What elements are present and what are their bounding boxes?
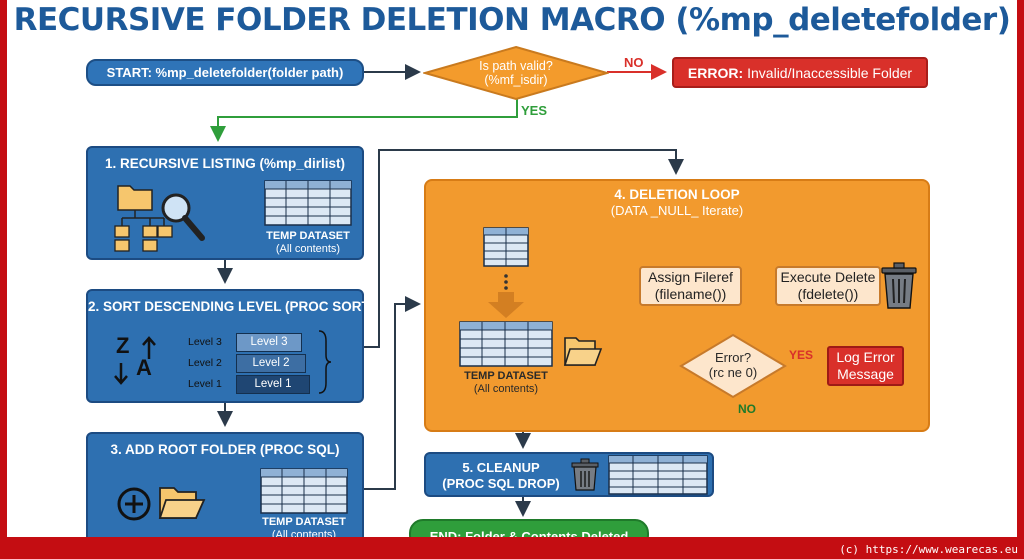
error-text: Invalid/Inaccessible Folder bbox=[747, 64, 913, 81]
level-label-1: Level 1 bbox=[188, 378, 222, 390]
loop-title: 4. DELETION LOOP bbox=[614, 187, 740, 202]
arrow-step2-to-loop bbox=[364, 149, 684, 348]
decision-diamond bbox=[423, 45, 609, 101]
cleanup-line1: 5. CLEANUP bbox=[462, 460, 540, 475]
step2-box: 2. SORT DESCENDING LEVEL (PROC SORT) Z A… bbox=[86, 289, 375, 403]
log-error-box: Log Error Message bbox=[827, 346, 904, 386]
diagram-canvas: RECURSIVE FOLDER DELETION MACRO (%mp_del… bbox=[7, 0, 1017, 537]
assign-line1: Assign Fileref bbox=[648, 269, 733, 285]
arrow-decision-yes bbox=[210, 99, 518, 142]
diagram-title: RECURSIVE FOLDER DELETION MACRO (%mp_del… bbox=[13, 2, 1011, 38]
loop-dataset-table-icon bbox=[459, 321, 553, 367]
step2-title: 2. SORT DESCENDING LEVEL (PROC SORT) bbox=[88, 299, 375, 314]
decision-line1: Is path valid? bbox=[479, 59, 553, 73]
step3-box: 3. ADD ROOT FOLDER (PROC SQL) TEMP DATAS… bbox=[86, 432, 364, 537]
loop-dataset: TEMP DATASET bbox=[464, 370, 548, 382]
trash-can-icon bbox=[881, 262, 917, 309]
cleanup-line2: (PROC SQL DROP) bbox=[442, 476, 560, 491]
assign-fileref-box: Assign Fileref (filename()) bbox=[639, 266, 742, 306]
level-bar-1: Level 1 bbox=[236, 375, 310, 394]
error-box: ERROR: Invalid/Inaccessible Folder bbox=[672, 57, 928, 88]
step1-title: 1. RECURSIVE LISTING (%mp_dirlist) bbox=[104, 156, 346, 171]
level-bar-2: Level 2 bbox=[236, 354, 306, 373]
log-line2: Message bbox=[837, 366, 894, 382]
assign-line2: (filename()) bbox=[654, 286, 727, 302]
temp-dataset-table-icon bbox=[264, 180, 352, 226]
error-strong: ERROR: bbox=[687, 64, 744, 81]
level-brace bbox=[318, 330, 332, 394]
cleanup-trash-icon bbox=[571, 458, 599, 491]
copyright-footer: (c) https://www.wearecas.eu bbox=[839, 543, 1018, 556]
step3-title: 3. ADD ROOT FOLDER (PROC SQL) bbox=[110, 442, 340, 457]
step3-table-icon bbox=[260, 468, 348, 514]
execute-line1: Execute Delete bbox=[780, 269, 876, 285]
level-bar-3: Level 3 bbox=[236, 333, 302, 352]
level-label-3: Level 3 bbox=[188, 336, 222, 348]
error-q-line1: Error? bbox=[714, 350, 752, 365]
step1-box: 1. RECURSIVE LISTING (%mp_dirlist) TEMP … bbox=[86, 146, 364, 260]
iterate-down-arrow bbox=[488, 274, 524, 318]
cleanup-box: 5. CLEANUP (PROC SQL DROP) bbox=[424, 452, 714, 497]
execute-line2: (fdelete()) bbox=[797, 286, 859, 302]
end-node: END: Folder & Contents Deleted bbox=[409, 519, 649, 537]
sort-z: Z bbox=[116, 333, 130, 358]
loop-subtitle: (DATA _NULL_ Iterate) bbox=[610, 203, 744, 218]
root-folder-icon bbox=[158, 487, 206, 519]
no-label: NO bbox=[624, 55, 644, 70]
add-circle-icon bbox=[117, 487, 151, 521]
loop-folder-icon bbox=[563, 337, 603, 366]
log-line1: Log Error bbox=[836, 349, 895, 365]
loop-yes-label: YES bbox=[789, 348, 814, 362]
decision-line2: (%mf_isdir) bbox=[484, 73, 548, 87]
folder-tree-search-icon bbox=[114, 185, 205, 252]
loop-contents: (All contents) bbox=[473, 383, 539, 395]
arrow-step3-to-loop bbox=[364, 296, 421, 490]
sort-a: A bbox=[136, 355, 152, 380]
execute-delete-box: Execute Delete (fdelete()) bbox=[775, 266, 881, 306]
loop-small-table-icon bbox=[483, 227, 529, 267]
loop-no-label: NO bbox=[738, 402, 756, 416]
step1-contents: (All contents) bbox=[275, 243, 341, 255]
error-decision-diamond bbox=[679, 333, 787, 399]
step3-contents: (All contents) bbox=[271, 529, 337, 537]
level-label-2: Level 2 bbox=[188, 357, 222, 369]
start-node: START: %mp_deletefolder(folder path) bbox=[86, 59, 364, 86]
step3-dataset: TEMP DATASET bbox=[262, 516, 346, 528]
yes-label: YES bbox=[521, 103, 548, 118]
error-q-line2: (rc ne 0) bbox=[708, 365, 758, 380]
step1-dataset: TEMP DATASET bbox=[266, 230, 350, 242]
cleanup-table-icon bbox=[608, 455, 708, 495]
sort-descending-icon bbox=[114, 336, 156, 385]
